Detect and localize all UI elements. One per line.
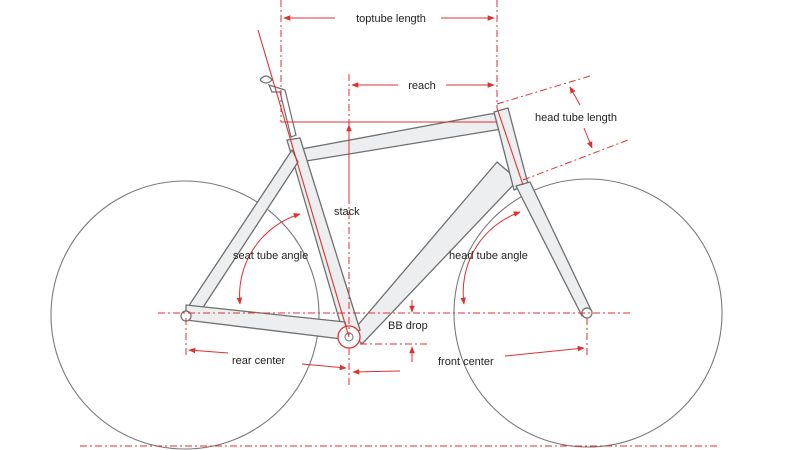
label-toptube-length: toptube length xyxy=(356,13,426,25)
label-seat-tube-angle: seat tube angle xyxy=(233,250,308,262)
label-rear-center: rear center xyxy=(232,355,286,367)
geometry-lines xyxy=(80,0,720,447)
label-front-center: front center xyxy=(438,356,494,368)
label-head-tube-length: head tube length xyxy=(535,112,617,124)
label-head-tube-angle: head tube angle xyxy=(449,250,528,262)
bike-frame xyxy=(180,75,593,349)
dimension-arrows xyxy=(188,15,593,375)
label-bb-drop: BB drop xyxy=(388,320,428,332)
rear-wheel xyxy=(50,180,320,450)
label-reach: reach xyxy=(408,80,436,92)
label-stack: stack xyxy=(334,206,360,218)
